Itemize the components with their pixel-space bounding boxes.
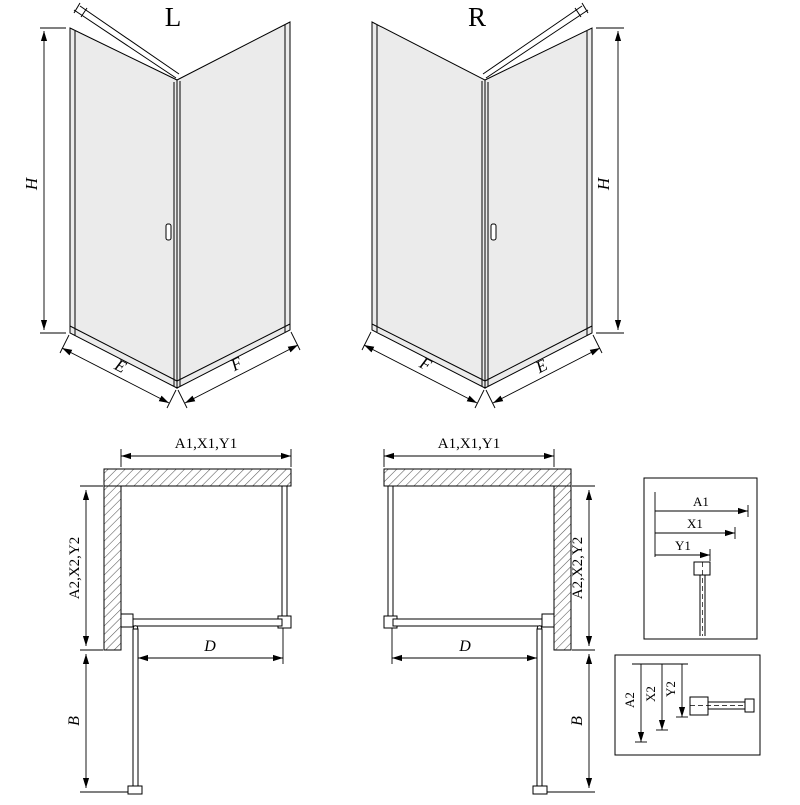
wall-top <box>384 469 571 486</box>
dim-label-h: H <box>22 176 41 191</box>
plan-view-right: A1,X1,Y1 A2,X2,Y2 D B <box>384 436 595 794</box>
dimension-y2: Y2 <box>663 664 688 717</box>
wall-profile-section-vertical <box>694 562 710 636</box>
dimension-a1x1y1-right: A1,X1,Y1 <box>384 436 554 467</box>
dimension-x1: X1 <box>655 516 735 539</box>
glass-panel-side <box>177 22 290 388</box>
dim-label-f: F <box>227 353 246 375</box>
detail-view-bottom-profile: A2 X2 Y2 <box>615 655 760 755</box>
side-panel-plan <box>282 486 287 616</box>
dimension-height-left: H <box>22 28 66 333</box>
dimension-x2: X2 <box>643 664 668 730</box>
stabilizer-bar <box>483 3 588 78</box>
stabilizer-bar <box>74 3 179 78</box>
view-label-left: L <box>165 2 182 32</box>
hinge-profile <box>121 614 133 627</box>
door-foot-profile <box>128 786 142 794</box>
front-threshold <box>121 619 282 626</box>
dim-label-b: B <box>66 716 83 726</box>
dimension-height-right: H <box>594 28 624 333</box>
dimension-a1: A1 <box>655 494 748 517</box>
dim-label-a1x1y1: A1,X1,Y1 <box>438 436 501 452</box>
dim-label-b: B <box>569 716 586 726</box>
dim-label-e: E <box>111 355 130 377</box>
dim-label-h: H <box>594 176 613 191</box>
dim-label-x2: X2 <box>643 686 658 702</box>
dim-label-y2: Y2 <box>663 681 678 697</box>
dimension-a2x2y2-left: A2,X2,Y2 <box>67 486 103 650</box>
door-handle <box>491 224 496 240</box>
dim-label-f: F <box>416 353 435 375</box>
wall-left <box>104 486 121 650</box>
dimension-a2x2y2-right: A2,X2,Y2 <box>570 486 595 650</box>
door-open-position <box>537 629 542 786</box>
plan-view-left: A1,X1,Y1 A2,X2,Y2 D B <box>66 436 291 794</box>
dim-label-a2x2y2: A2,X2,Y2 <box>67 537 83 600</box>
dim-label-d: D <box>203 638 216 655</box>
hinge-profile <box>542 614 554 627</box>
door-foot-profile <box>533 786 547 794</box>
door-handle <box>166 224 171 240</box>
glass-panels-right-view <box>372 22 592 388</box>
door-open-position <box>133 629 138 786</box>
side-panel-plan <box>388 486 393 616</box>
dim-label-a2x2y2: A2,X2,Y2 <box>570 537 586 600</box>
iso-view-right: R H F <box>362 2 624 408</box>
glass-panels-left-view <box>70 22 290 388</box>
wall-profile-section-horizontal <box>690 697 754 715</box>
iso-view-left: L H E <box>22 2 300 408</box>
wall-top <box>104 469 291 486</box>
dimension-d-left: D <box>138 628 283 664</box>
dimension-d-right: D <box>392 628 537 664</box>
dim-label-y1: Y1 <box>675 538 691 553</box>
wall-right <box>554 486 571 650</box>
view-label-right: R <box>468 2 486 32</box>
dimension-b-right: B <box>547 654 595 792</box>
dim-label-e: E <box>532 355 551 377</box>
dimension-a1x1y1-left: A1,X1,Y1 <box>121 436 291 467</box>
dimension-a2: A2 <box>622 664 647 742</box>
dim-label-a1: A1 <box>693 494 709 509</box>
glass-panel-door <box>485 28 592 388</box>
dimension-y1: Y1 <box>655 538 710 561</box>
dim-label-x1: X1 <box>687 516 703 531</box>
front-threshold <box>393 619 554 626</box>
dim-label-a2: A2 <box>622 692 637 708</box>
dimension-b-left: B <box>66 654 128 792</box>
dim-label-a1x1y1: A1,X1,Y1 <box>175 436 238 452</box>
detail-view-top-profile: A1 X1 Y1 <box>644 478 757 639</box>
dim-label-d: D <box>458 638 471 655</box>
